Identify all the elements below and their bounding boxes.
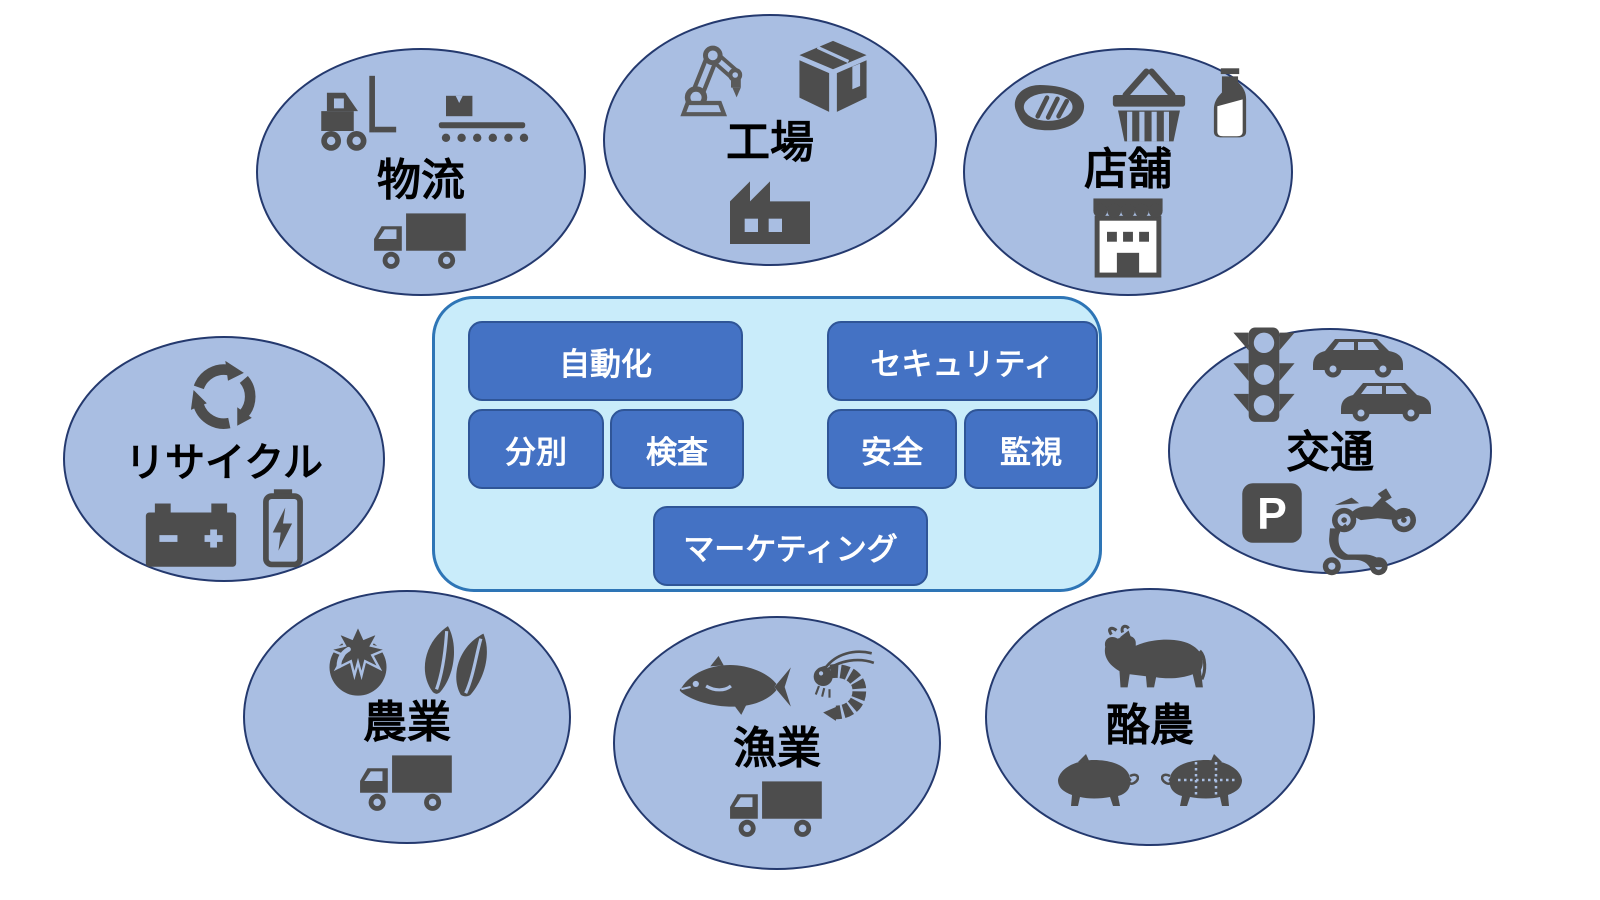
recycle-icons-bottom: [141, 487, 307, 569]
motorcycle-icon: [1332, 488, 1416, 533]
group-ellipse-logistics: 物流: [256, 48, 586, 296]
group-ellipse-traffic: 交通 P: [1168, 325, 1492, 577]
logistics-icons-bottom: [369, 207, 473, 271]
car-battery-icon: [145, 503, 237, 567]
milk-bottle-icon: [1213, 68, 1247, 138]
group-ellipse-factory: 工場: [603, 14, 937, 266]
group-label-agriculture: 農業: [363, 697, 451, 747]
group-ellipse-dairy: 酪農: [985, 588, 1315, 846]
fishery-icons-bottom: [725, 775, 829, 839]
group-label-recycle: リサイクル: [125, 441, 323, 485]
storefront-icon: [1093, 198, 1163, 278]
cow-icon: [1104, 624, 1207, 688]
recycle-icons-top: [178, 349, 270, 439]
bike-stack: [1316, 479, 1422, 577]
shrimp-icon: [813, 650, 875, 721]
pig-cuts-icon: [1161, 754, 1242, 807]
logistics-icons-top: [312, 73, 530, 155]
fishery-icons-top: [675, 647, 879, 723]
conveyor-icon: [438, 95, 529, 142]
group-ellipse-store: 店舗: [963, 48, 1293, 296]
group-label-logistics: 物流: [377, 155, 465, 205]
steak-icon: [1014, 84, 1085, 131]
parking-sign-icon: P: [1242, 483, 1302, 543]
group-ellipse-agriculture: 農業: [243, 590, 571, 844]
store-icons-bottom: [1083, 196, 1173, 280]
agriculture-icons-bottom: [355, 749, 459, 813]
factory-icons-bottom: [722, 169, 818, 247]
parking-letter: P: [1257, 490, 1287, 539]
forklift-icon: [321, 75, 397, 151]
truck-icon: [360, 755, 452, 812]
group-label-store: 店舗: [1084, 144, 1172, 194]
button-security: セキュリティ: [827, 321, 1098, 401]
button-monitoring: 監視: [964, 409, 1098, 489]
center-panel: 自動化 セキュリティ 分別 検査 安全 監視 マーケティング: [432, 296, 1102, 592]
button-safety: 安全: [827, 409, 957, 489]
traffic-light-icon: [1233, 327, 1295, 422]
factory-icons-top: [664, 33, 876, 117]
cardboard-box-icon: [799, 40, 867, 112]
group-label-dairy: 酪農: [1106, 700, 1194, 750]
group-ellipse-fishery: 漁業: [613, 616, 941, 870]
truck-icon: [730, 781, 822, 838]
car-stack: [1309, 325, 1433, 423]
group-label-factory: 工場: [726, 117, 814, 167]
tomato-icon: [325, 622, 391, 696]
group-label-fishery: 漁業: [733, 723, 821, 773]
factory-building-icon: [730, 181, 810, 245]
store-icons-top: [1005, 64, 1251, 144]
shopping-basket-icon: [1112, 68, 1186, 142]
button-automation: 自動化: [468, 321, 743, 401]
scooter-icon: [1322, 523, 1388, 576]
agriculture-icons-top: [320, 621, 494, 697]
car-icon: [1313, 338, 1403, 378]
truck-icon: [374, 213, 466, 270]
dairy-icons-top: [1091, 624, 1209, 700]
recycle-arrows-icon: [190, 360, 256, 429]
tuna-fish-icon: [679, 655, 791, 715]
car-icon: [1341, 382, 1431, 422]
traffic-icons-bottom: P: [1238, 479, 1422, 577]
dairy-icons-bottom: [1049, 752, 1251, 810]
robot-arm-icon: [680, 45, 743, 117]
button-sorting: 分別: [468, 409, 604, 489]
battery-charge-icon: [263, 489, 303, 568]
pig-icon: [1058, 754, 1139, 807]
leaf-vegetable-icon: [424, 625, 487, 697]
button-inspection: 検査: [610, 409, 744, 489]
group-label-traffic: 交通: [1286, 427, 1374, 477]
button-marketing: マーケティング: [653, 506, 928, 586]
group-ellipse-recycle: リサイクル: [63, 336, 385, 582]
traffic-icons-top: [1227, 325, 1433, 427]
